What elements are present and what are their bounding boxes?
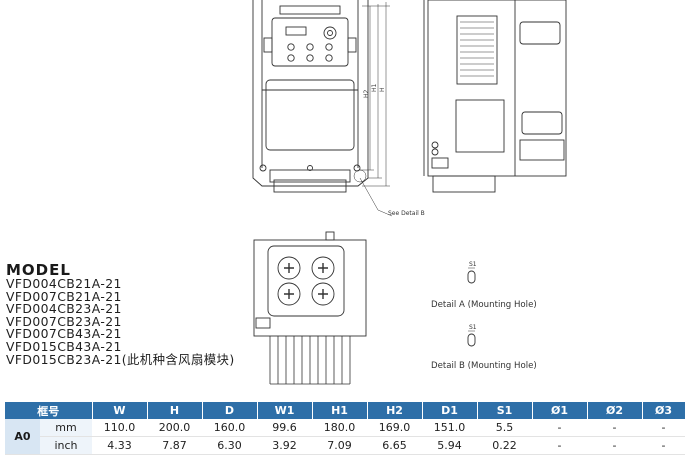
header-h2: H2 xyxy=(367,402,423,419)
table-cell: - xyxy=(587,419,642,437)
table-cell: 200.0 xyxy=(147,419,202,437)
table-cell: 7.87 xyxy=(147,436,202,455)
table-cell: - xyxy=(532,419,587,437)
front-view xyxy=(252,0,393,217)
table-cell: - xyxy=(587,436,642,455)
table-cell: 3.92 xyxy=(257,436,312,455)
model-item: VFD007CB43A-21 xyxy=(6,326,122,342)
table-cell: 7.09 xyxy=(312,436,367,455)
table-cell: 5.5 xyxy=(477,419,532,437)
header-frame: 框号 xyxy=(5,402,93,419)
dimension-table: 框号 W H D W1 H1 H2 D1 S1 Ø1 Ø2 Ø3 A0 mm 1… xyxy=(5,402,686,455)
table-cell: 169.0 xyxy=(367,419,422,437)
table-cell: 160.0 xyxy=(202,419,257,437)
bottom-view xyxy=(253,231,367,385)
detail-b-hole xyxy=(467,330,476,347)
s1-label-a: S1 xyxy=(469,261,477,268)
table-cell: 5.94 xyxy=(422,436,477,455)
model-item: VFD007CB21A-21 xyxy=(6,288,122,304)
table-cell: 110.0 xyxy=(92,419,147,437)
header-s1: S1 xyxy=(477,402,533,419)
table-cell: 0.22 xyxy=(477,436,532,455)
see-detail-b-note: See Detail B xyxy=(388,210,425,217)
model-list: MODEL VFD004CB21A-21 VFD007CB21A-21 VFD0… xyxy=(6,262,266,366)
detail-a-label: Detail A (Mounting Hole) xyxy=(431,300,537,310)
table-row: inch 4.33 7.87 6.30 3.92 7.09 6.65 5.94 … xyxy=(5,436,685,455)
model-title: MODEL xyxy=(6,261,71,279)
dim-h2-label: H2 xyxy=(363,89,370,98)
dimension-drawing: H2 H1 H S1 S1 xyxy=(252,0,567,385)
header-phi3: Ø3 xyxy=(642,402,686,419)
header-d1: D1 xyxy=(422,402,478,419)
table-row: A0 mm 110.0 200.0 160.0 99.6 180.0 169.0… xyxy=(5,419,685,455)
table-cell: 4.33 xyxy=(92,436,147,455)
header-phi1: Ø1 xyxy=(532,402,588,419)
table-header-row: 框号 W H D W1 H1 H2 D1 S1 Ø1 Ø2 Ø3 xyxy=(5,402,686,419)
table-cell: 180.0 xyxy=(312,419,367,437)
frame-cell: A0 xyxy=(5,419,40,455)
side-view xyxy=(423,0,567,193)
s1-label-b: S1 xyxy=(469,324,477,331)
table-cell: 6.65 xyxy=(367,436,422,455)
header-h1: H1 xyxy=(312,402,368,419)
table-cell: - xyxy=(642,419,685,437)
header-w: W xyxy=(92,402,148,419)
dim-h-label: H xyxy=(379,87,386,92)
table-cell: - xyxy=(642,436,685,455)
detail-a-hole xyxy=(467,267,476,284)
header-phi2: Ø2 xyxy=(587,402,643,419)
unit-cell: mm xyxy=(40,419,92,437)
model-item: VFD015CB23A-21(此机种含风扇模块) xyxy=(6,351,235,367)
header-d: D xyxy=(202,402,258,419)
table-cell: 99.6 xyxy=(257,419,312,437)
unit-cell: inch xyxy=(40,436,92,455)
model-item: VFD007CB23A-21 xyxy=(6,313,122,329)
model-item: VFD015CB43A-21 xyxy=(6,338,122,354)
model-item: VFD004CB23A-21 xyxy=(6,301,122,317)
dim-h1-label: H1 xyxy=(371,83,378,92)
header-w1: W1 xyxy=(257,402,313,419)
detail-b-label: Detail B (Mounting Hole) xyxy=(431,361,537,371)
header-h: H xyxy=(147,402,203,419)
table-cell: 6.30 xyxy=(202,436,257,455)
table-cell: 151.0 xyxy=(422,419,477,437)
table-cell: - xyxy=(532,436,587,455)
model-item: VFD004CB21A-21 xyxy=(6,276,122,291)
